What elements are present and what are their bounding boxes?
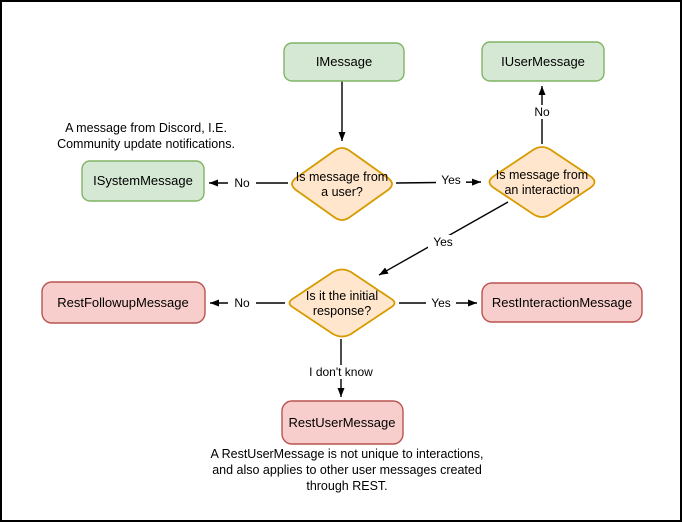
node-iusermessage-label: IUserMessage: [501, 54, 585, 69]
decision-initial-response-shape: [288, 268, 396, 338]
node-imessage-label: IMessage: [316, 54, 372, 69]
edge-labels: No Yes No Yes No Yes I don't know: [234, 105, 550, 379]
note-rest-line2: and also applies to other user messages …: [212, 463, 482, 477]
node-restinteractionmessage-label: RestInteractionMessage: [492, 295, 632, 310]
edge-label-yes: Yes: [431, 296, 451, 310]
note-rest-user-message: A RestUserMessage is not unique to inter…: [210, 447, 483, 493]
note-system-line2: Community update notifications.: [57, 137, 235, 151]
note-system-message: A message from Discord, I.E. Community u…: [57, 121, 235, 151]
decision-initial-response: Is it the initial response?: [288, 268, 396, 338]
node-restusermessage-label: RestUserMessage: [289, 415, 396, 430]
decision-from-interaction-shape: [488, 146, 596, 218]
node-restusermessage-shape: [281, 400, 404, 445]
node-imessage-shape: [283, 42, 405, 82]
label-bg: [228, 296, 256, 310]
edge-label-backgrounds: [228, 105, 556, 379]
node-iusermessage: IUserMessage: [481, 41, 605, 82]
decision-initial-response-line1: Is it the initial: [306, 289, 378, 303]
node-iusermessage-shape: [481, 41, 605, 82]
node-restinteractionmessage: RestInteractionMessage: [481, 282, 643, 323]
label-bg: [528, 105, 556, 119]
decision-from-interaction-line1: Is message from: [496, 168, 588, 182]
edge-label-no: No: [534, 105, 550, 119]
label-bg: [228, 176, 256, 190]
node-isystemmessage: ISystemMessage: [81, 160, 205, 202]
label-bg: [305, 365, 378, 379]
edges: [209, 81, 546, 397]
decision-initial-response-line2: response?: [313, 304, 371, 318]
note-rest-line3: through REST.: [306, 479, 387, 493]
edge-label-no: No: [234, 176, 250, 190]
decision-from-user-line1: Is message from: [296, 170, 388, 184]
label-bg: [426, 296, 456, 310]
edge-label-yes: Yes: [441, 173, 461, 187]
node-restfollowupmessage-shape: [41, 281, 206, 324]
decision-from-user: Is message from a user?: [291, 147, 393, 221]
edge-label-i-dont-know: I don't know: [309, 365, 373, 379]
node-restinteractionmessage-shape: [481, 282, 643, 323]
decision-from-interaction: Is message from an interaction: [488, 146, 596, 218]
node-restusermessage: RestUserMessage: [281, 400, 404, 445]
decision-from-user-shape: [291, 147, 393, 221]
node-restfollowupmessage-label: RestFollowupMessage: [57, 295, 189, 310]
node-isystemmessage-label: ISystemMessage: [93, 173, 193, 188]
label-bg: [428, 235, 458, 249]
edge-label-yes: Yes: [433, 235, 453, 249]
node-isystemmessage-shape: [81, 160, 205, 202]
decision-from-interaction-line2: an interaction: [504, 183, 579, 197]
node-restfollowupmessage: RestFollowupMessage: [41, 281, 206, 324]
label-bg: [436, 173, 466, 187]
note-system-line1: A message from Discord, I.E.: [65, 121, 227, 135]
note-rest-line1: A RestUserMessage is not unique to inter…: [210, 447, 483, 461]
decision-from-user-line2: a user?: [321, 185, 363, 199]
edge-label-no: No: [234, 296, 250, 310]
node-imessage: IMessage: [283, 42, 405, 82]
